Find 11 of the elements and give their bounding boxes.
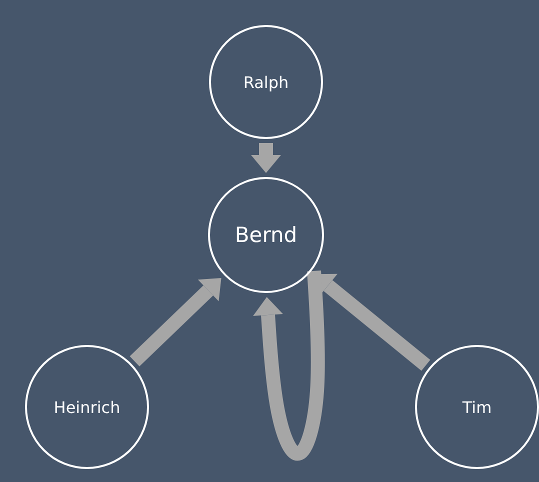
node-label: Tim xyxy=(462,398,492,416)
arrow xyxy=(253,270,325,460)
arrow xyxy=(130,278,222,366)
arrow xyxy=(251,143,281,173)
circle-node xyxy=(415,345,539,469)
circle-node xyxy=(25,345,149,469)
node-label: Ralph xyxy=(243,72,289,92)
circle-node xyxy=(208,177,324,293)
circle-node xyxy=(209,25,323,139)
node-label: Bernd xyxy=(234,223,298,247)
node-label: Heinrich xyxy=(54,398,120,416)
